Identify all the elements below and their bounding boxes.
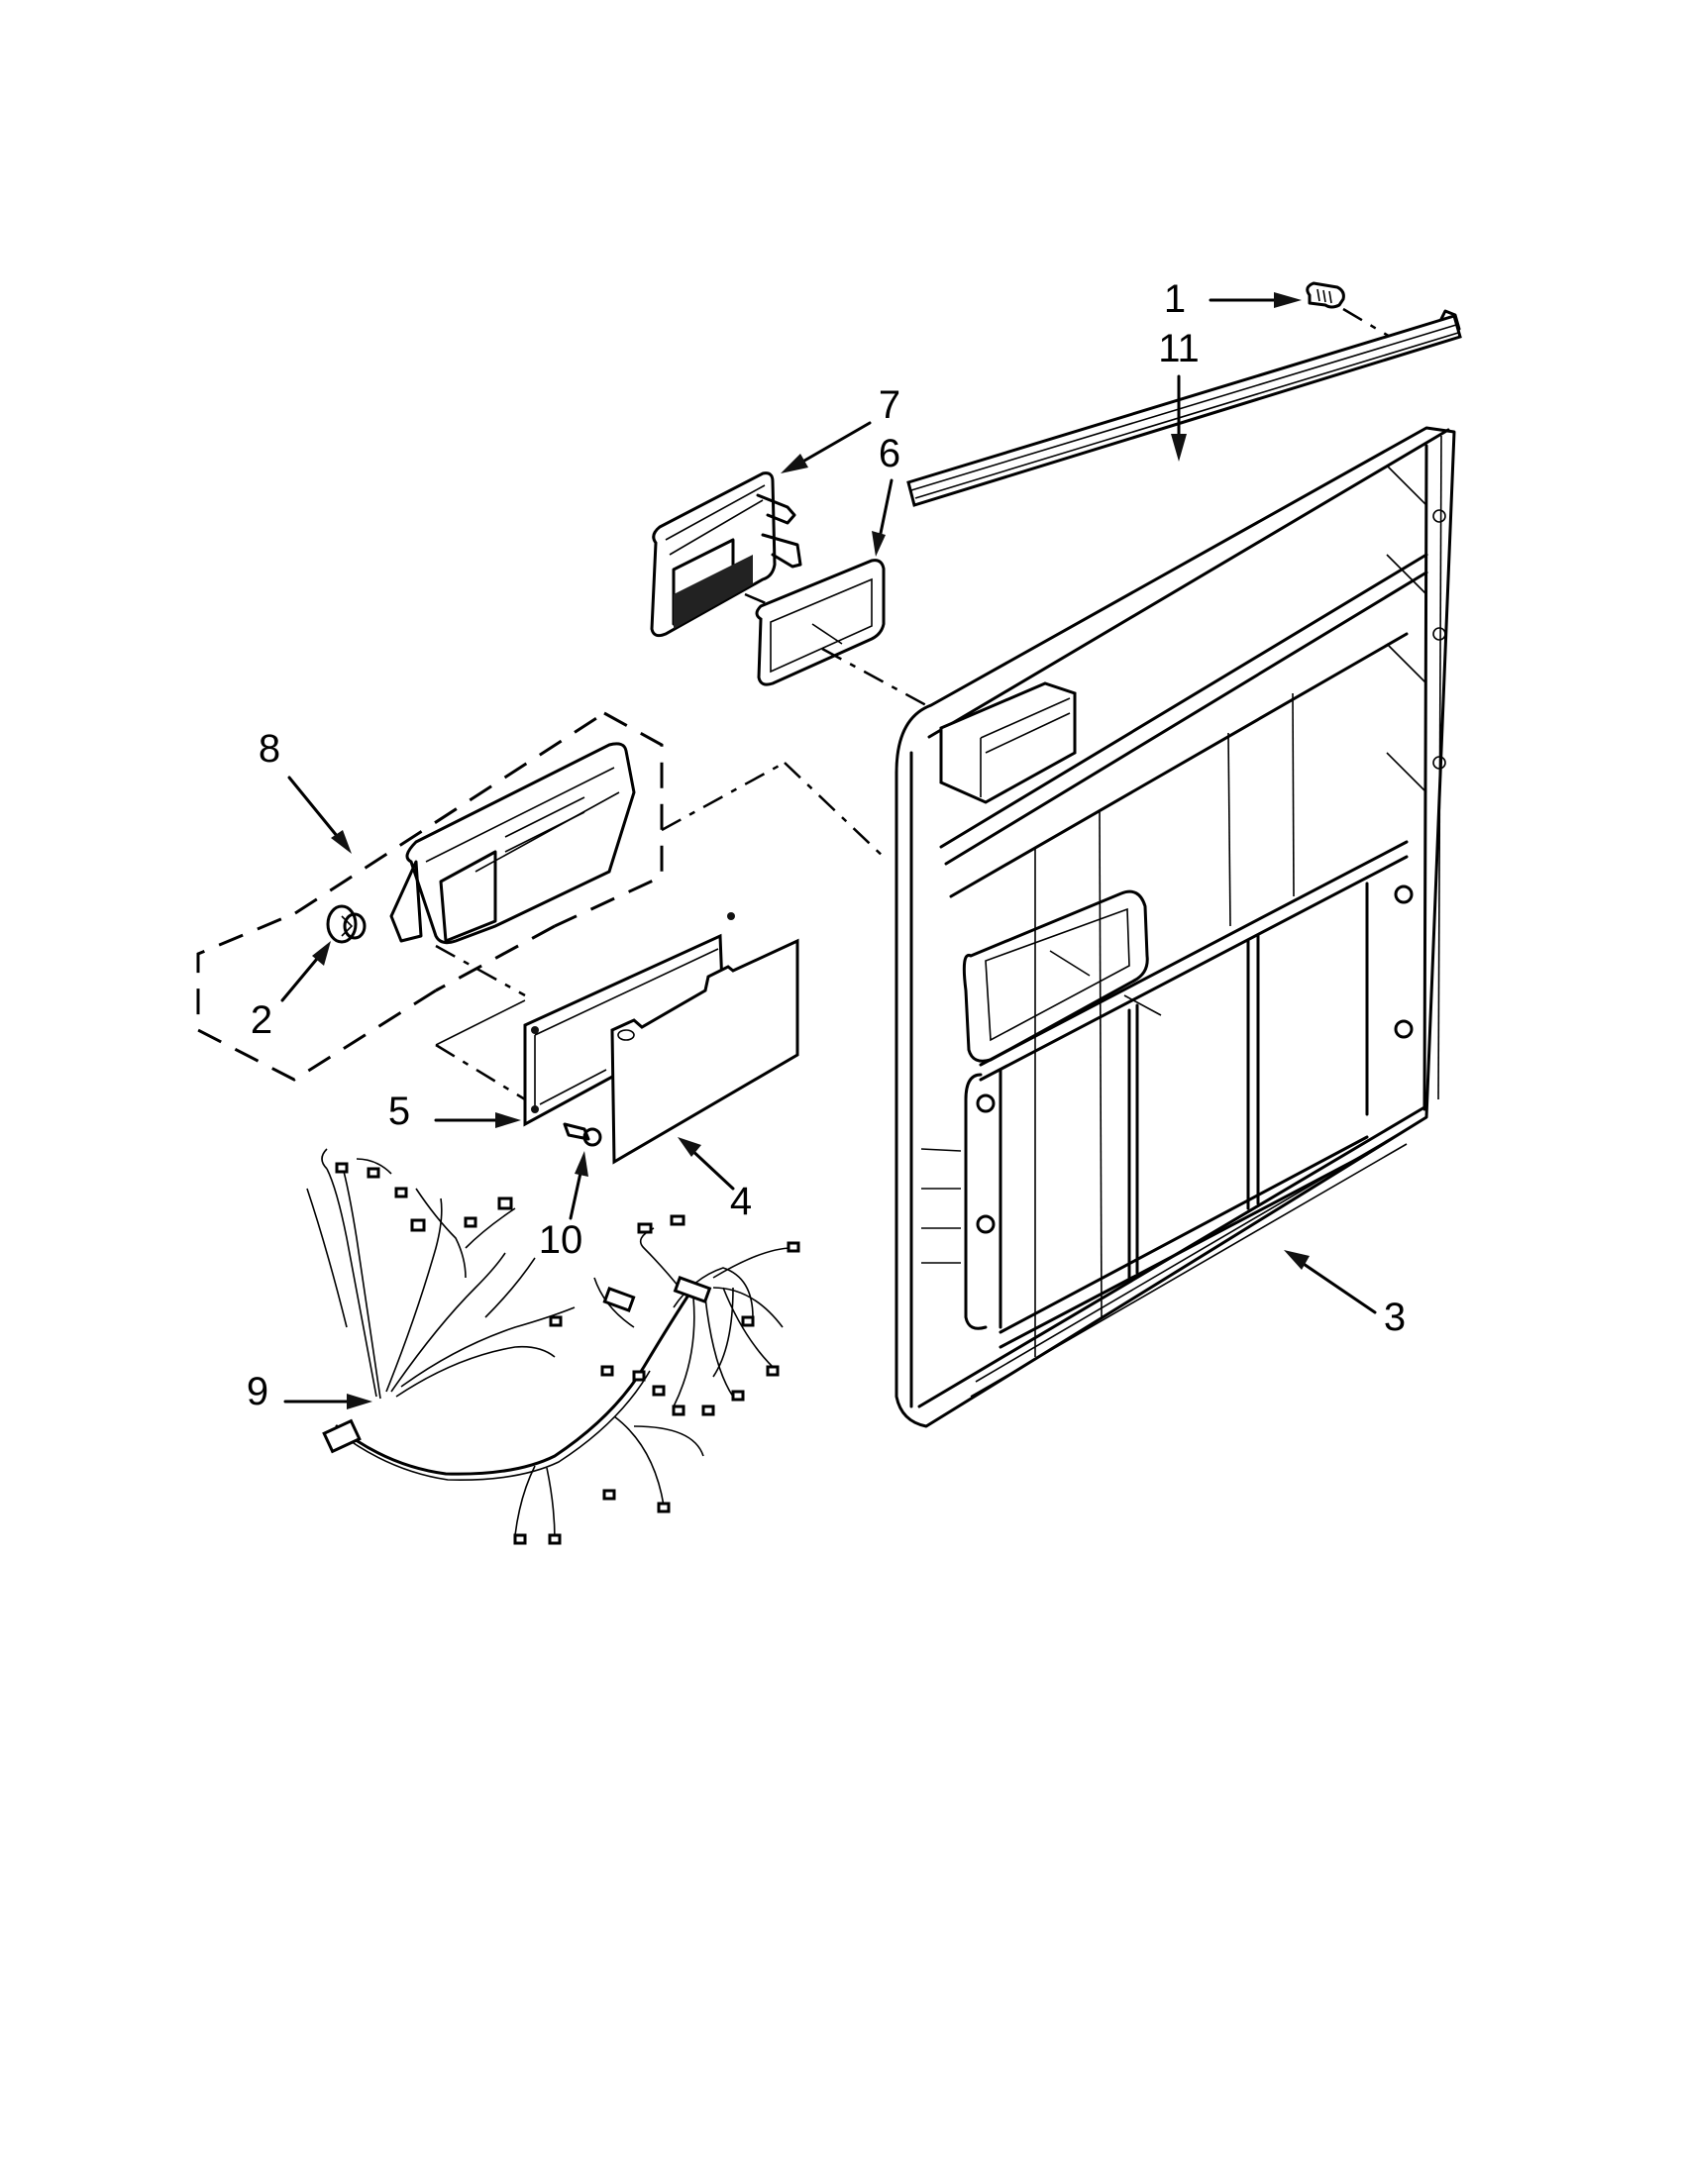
- arrow-4: [678, 1137, 735, 1191]
- callout-1: 1: [1163, 277, 1187, 321]
- arrow-6: [872, 478, 894, 557]
- callout-3: 3: [1383, 1296, 1407, 1339]
- wire-harness-part-9: [306, 1148, 800, 1545]
- dispenser-housing-part-7: [650, 471, 802, 638]
- knob-part-2: [326, 904, 367, 944]
- arrow-3: [1284, 1250, 1377, 1314]
- arrow-7: [781, 421, 872, 473]
- arrow-9: [283, 1394, 372, 1409]
- callout-8: 8: [258, 727, 281, 771]
- leader-line-board: [435, 1043, 526, 1101]
- screw-part-1: [1306, 281, 1403, 346]
- callout-2: 2: [250, 998, 273, 1042]
- insulation-panel-part-4: [610, 938, 799, 1165]
- arrow-11: [1171, 374, 1187, 462]
- board-screw-part-10: [563, 1122, 602, 1147]
- inner-door-panel-part-3: [895, 426, 1456, 1428]
- callout-6: 6: [878, 432, 901, 475]
- leader-line-assembly: [661, 761, 786, 832]
- leader-line-door: [784, 762, 888, 861]
- arrow-10: [569, 1151, 588, 1220]
- arrow-1: [1209, 292, 1302, 308]
- callout-11: 11: [1158, 327, 1200, 370]
- callout-4: 4: [729, 1180, 753, 1223]
- callout-10: 10: [538, 1218, 583, 1262]
- callout-7: 7: [878, 383, 901, 427]
- arrow-8: [287, 776, 352, 854]
- arrow-2: [280, 941, 331, 1002]
- callout-5: 5: [387, 1090, 411, 1133]
- arrow-5: [434, 1112, 521, 1128]
- control-assembly-part-8: [196, 711, 664, 1082]
- dispenser-gasket-part-6: [755, 559, 927, 707]
- callout-9: 9: [246, 1370, 269, 1413]
- leader-line-board-top: [435, 999, 526, 1046]
- top-trim-channel-part-11: [906, 309, 1462, 507]
